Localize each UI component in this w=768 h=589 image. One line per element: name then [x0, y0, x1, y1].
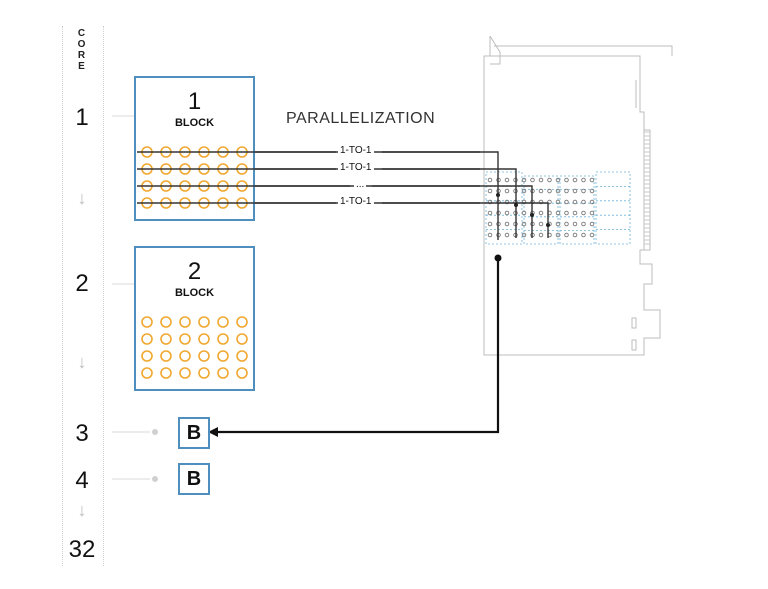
link-label-2: 1-TO-1: [338, 162, 374, 173]
pcie-card-outline: [483, 35, 673, 356]
down-arrow-icon: ↓: [77, 188, 87, 208]
return-arrow: [208, 254, 502, 437]
core-number-1: 1: [75, 104, 89, 131]
core-number-4: 4: [75, 467, 89, 494]
down-arrow-icon: ↓: [77, 500, 87, 520]
pcie-connector-pins: [644, 131, 650, 245]
card-chip-dots: [487, 177, 595, 238]
core-number-2: 2: [75, 270, 89, 297]
block-2-number: 2: [187, 258, 202, 285]
block-1-box: 1 BLOCK: [134, 76, 255, 221]
block-1-label: BLOCK: [174, 117, 215, 129]
parallelization-label: PARALLELIZATION: [286, 110, 436, 127]
down-arrow-icon: ↓: [77, 352, 87, 372]
link-label-3: ...: [354, 179, 367, 190]
buffer-box-core-4: B: [178, 463, 210, 495]
block-2-label: BLOCK: [174, 287, 215, 299]
core-3-connector-dot: [152, 429, 158, 435]
block-2-box: 2 BLOCK: [134, 246, 255, 391]
block-1-number: 1: [187, 88, 202, 115]
core-rail: [62, 26, 104, 566]
link-label-1: 1-TO-1: [338, 145, 374, 156]
link-label-4: 1-TO-1: [338, 196, 374, 207]
core-4-connector-dot: [152, 476, 158, 482]
buffer-box-core-3: B: [178, 417, 210, 449]
core-number-3: 3: [75, 420, 89, 447]
core-number-32: 32: [68, 536, 96, 563]
